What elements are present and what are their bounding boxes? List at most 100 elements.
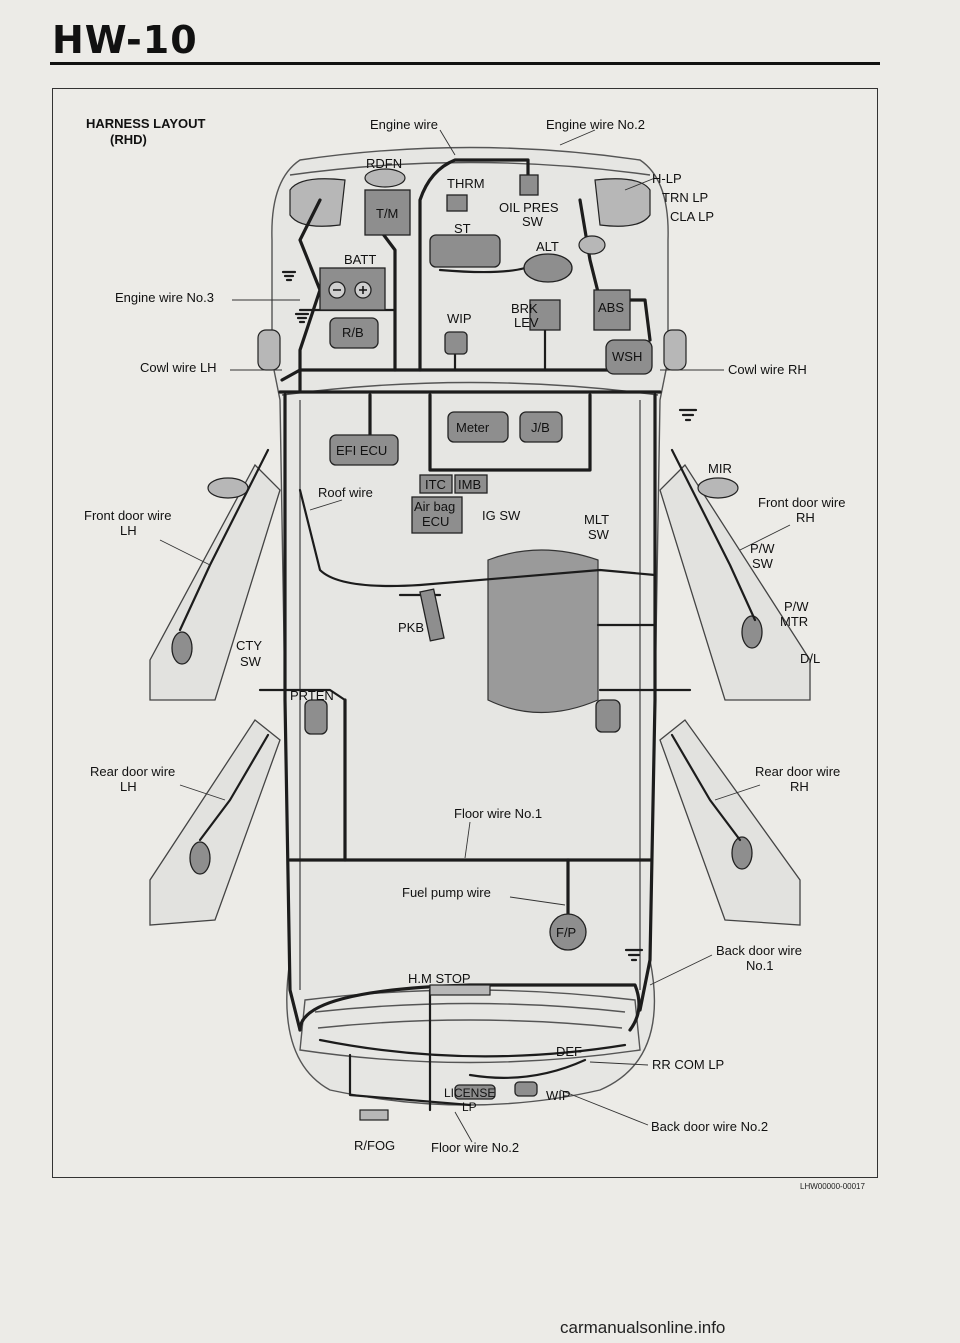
label-cowl-wire-lh: Cowl wire LH	[140, 360, 217, 375]
label-cowl-wire-rh: Cowl wire RH	[728, 362, 807, 377]
leader-engine-wire	[439, 129, 456, 156]
label-def: DEF	[556, 1044, 582, 1059]
rfog-lamp	[359, 1109, 389, 1121]
label-oil-pres-2: SW	[522, 214, 544, 229]
label-brk-lev-2: LEV	[514, 315, 539, 330]
label-pw-sw-2: SW	[752, 556, 774, 571]
engine-wire-batt	[378, 228, 397, 372]
door-speaker-rr	[731, 836, 753, 870]
label-engine-wire: Engine wire	[370, 117, 438, 132]
label-airbag-2: ECU	[422, 514, 449, 529]
rear-loop-4	[468, 1058, 587, 1079]
label-back-door-no1-1: Back door wire	[716, 943, 802, 958]
wip-motor	[444, 331, 468, 355]
label-imb: IMB	[458, 477, 481, 492]
leader-engine-wire-no2	[559, 129, 596, 146]
leader-back-door-no1	[649, 954, 713, 986]
rear-loop	[318, 1038, 627, 1058]
label-back-door-no1-2: No.1	[746, 958, 773, 973]
label-license-lp-1: LICENSE	[444, 1086, 495, 1100]
mirror-rh	[697, 477, 739, 499]
center-console	[487, 549, 599, 713]
abs-box	[593, 289, 631, 331]
efi-ecu-box	[329, 434, 399, 466]
rear-door-wire-lh-path	[198, 733, 270, 842]
label-rear-door-lh-2: LH	[120, 779, 137, 794]
door-speaker-rl	[189, 841, 211, 875]
label-fp: F/P	[556, 925, 576, 940]
label-st: ST	[454, 221, 471, 236]
diagram-title-line2: (RHD)	[110, 132, 147, 147]
rear-door-lh	[149, 719, 281, 926]
prten-box	[304, 699, 328, 735]
watermark: carmanualsonline.info	[560, 1318, 726, 1337]
cowl-line	[281, 381, 659, 396]
label-airbag-1: Air bag	[414, 499, 455, 514]
leader-lines	[159, 129, 791, 1143]
batt-plus-mark	[359, 286, 367, 294]
oil-pres-box	[519, 174, 539, 196]
hm-stop-lamp	[429, 984, 491, 996]
st-box	[429, 234, 501, 268]
label-itc: ITC	[425, 477, 446, 492]
label-h-lp: H-LP	[652, 171, 682, 186]
mirror-lh	[207, 477, 249, 499]
imb-box	[454, 474, 488, 494]
title-rule	[50, 62, 880, 65]
labels: HARNESS LAYOUT (RHD) Engine wire Engine …	[84, 116, 845, 1155]
label-rear-door-rh-2: RH	[790, 779, 809, 794]
label-front-door-lh-2: LH	[120, 523, 137, 538]
rear-bumper-inner-1	[314, 1002, 626, 1013]
label-mir: MIR	[708, 461, 732, 476]
label-trn-lp: TRN LP	[662, 190, 708, 205]
label-dl: D/L	[800, 651, 820, 666]
label-jb: J/B	[531, 420, 550, 435]
label-rr-com-lp: RR COM LP	[652, 1057, 724, 1072]
label-front-door-lh-1: Front door wire	[84, 508, 171, 523]
label-mlt-sw-2: SW	[588, 527, 610, 542]
leader-rear-door-rh	[714, 784, 761, 801]
label-fuel-pump-wire: Fuel pump wire	[402, 885, 491, 900]
leader-rr-com-lp	[589, 1061, 649, 1066]
rear-hatch-wire	[298, 983, 641, 1032]
label-floor-wire-no1: Floor wire No.1	[454, 806, 542, 821]
label-brk-lev-1: BRK	[511, 301, 538, 316]
label-meter: Meter	[456, 420, 490, 435]
label-front-door-rh-1: Front door wire	[758, 495, 845, 510]
license-lp-box	[454, 1084, 496, 1100]
label-cty-sw-2: SW	[240, 654, 262, 669]
label-rdfn: RDFN	[366, 156, 402, 171]
label-rb: R/B	[342, 325, 364, 340]
label-rear-door-lh-1: Rear door wire	[90, 764, 175, 779]
rear-right-box	[595, 699, 621, 733]
airbag-ecu-box	[411, 496, 463, 534]
leader-back-door-no2	[559, 1089, 649, 1126]
label-abs: ABS	[598, 300, 624, 315]
label-floor-wire-no2: Floor wire No.2	[431, 1140, 519, 1155]
label-hm-stop: H.M STOP	[408, 971, 471, 986]
label-pw-mtr-1: P/W	[784, 599, 809, 614]
label-batt: BATT	[344, 252, 376, 267]
itc-box	[419, 474, 453, 494]
cowl-side-left	[257, 329, 281, 371]
label-rear-door-rh-1: Rear door wire	[755, 764, 840, 779]
dash-wire	[428, 393, 592, 472]
leader-rear-door-lh	[179, 784, 226, 801]
rear-door-rh	[659, 719, 801, 926]
ground-symbol-3	[678, 408, 698, 422]
floor-wire-prten	[258, 688, 347, 702]
meter-box	[447, 411, 509, 443]
label-wip-rear: WIP	[546, 1088, 571, 1103]
rear-bumper	[299, 989, 641, 1064]
thrm-box	[446, 194, 468, 212]
cowl-side-right	[663, 329, 687, 371]
rear-wip-motor	[514, 1081, 538, 1097]
diagram-frame	[52, 88, 878, 1178]
label-prten: PRTEN	[290, 688, 334, 703]
page-title: HW-10	[52, 18, 198, 62]
label-mlt-sw-1: MLT	[584, 512, 609, 527]
components	[304, 168, 653, 1121]
label-oil-pres-1: OIL PRES	[499, 200, 559, 215]
label-thrm: THRM	[447, 176, 485, 191]
ground-symbol-4	[624, 948, 644, 962]
